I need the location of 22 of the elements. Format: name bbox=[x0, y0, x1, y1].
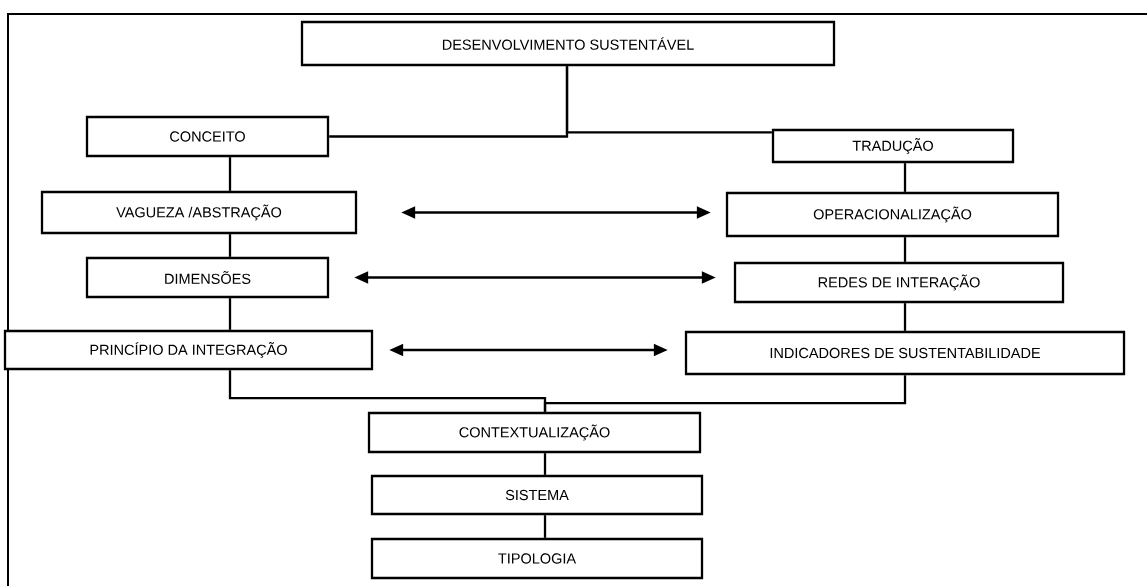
process-box: REDES DE INTERAÇÃO bbox=[733, 261, 1065, 304]
process-box: OPERACIONALIZAÇÃO bbox=[725, 191, 1060, 238]
process-box: VAGUEZA /ABSTRAÇÃO bbox=[40, 190, 358, 235]
process-box: SISTEMA bbox=[370, 474, 704, 516]
connector-line bbox=[903, 303, 907, 331]
connector-line bbox=[565, 66, 772, 134]
process-box: CONTEXTUALIZAÇÃO bbox=[367, 411, 702, 454]
process-box: DESENVOLVIMENTO SUSTENTÁVEL bbox=[300, 20, 836, 67]
process-box: PRINCÍPIO DA INTEGRAÇÃO bbox=[3, 329, 374, 371]
connector-line bbox=[903, 237, 907, 262]
process-box: TIPOLOGIA bbox=[370, 537, 704, 580]
process-box: DIMENSÕES bbox=[85, 256, 330, 299]
connector-line bbox=[543, 453, 547, 475]
connector-line bbox=[228, 298, 232, 330]
connector-line bbox=[543, 515, 547, 538]
process-box: TRADUÇÃO bbox=[771, 128, 1015, 164]
process-box: INDICADORES DE SUSTENTABILIDADE bbox=[684, 330, 1126, 376]
connector-line bbox=[228, 234, 232, 257]
connector-line bbox=[903, 163, 907, 192]
connector-line bbox=[543, 375, 907, 412]
process-box: CONCEITO bbox=[85, 115, 330, 158]
connector-line bbox=[228, 157, 232, 191]
